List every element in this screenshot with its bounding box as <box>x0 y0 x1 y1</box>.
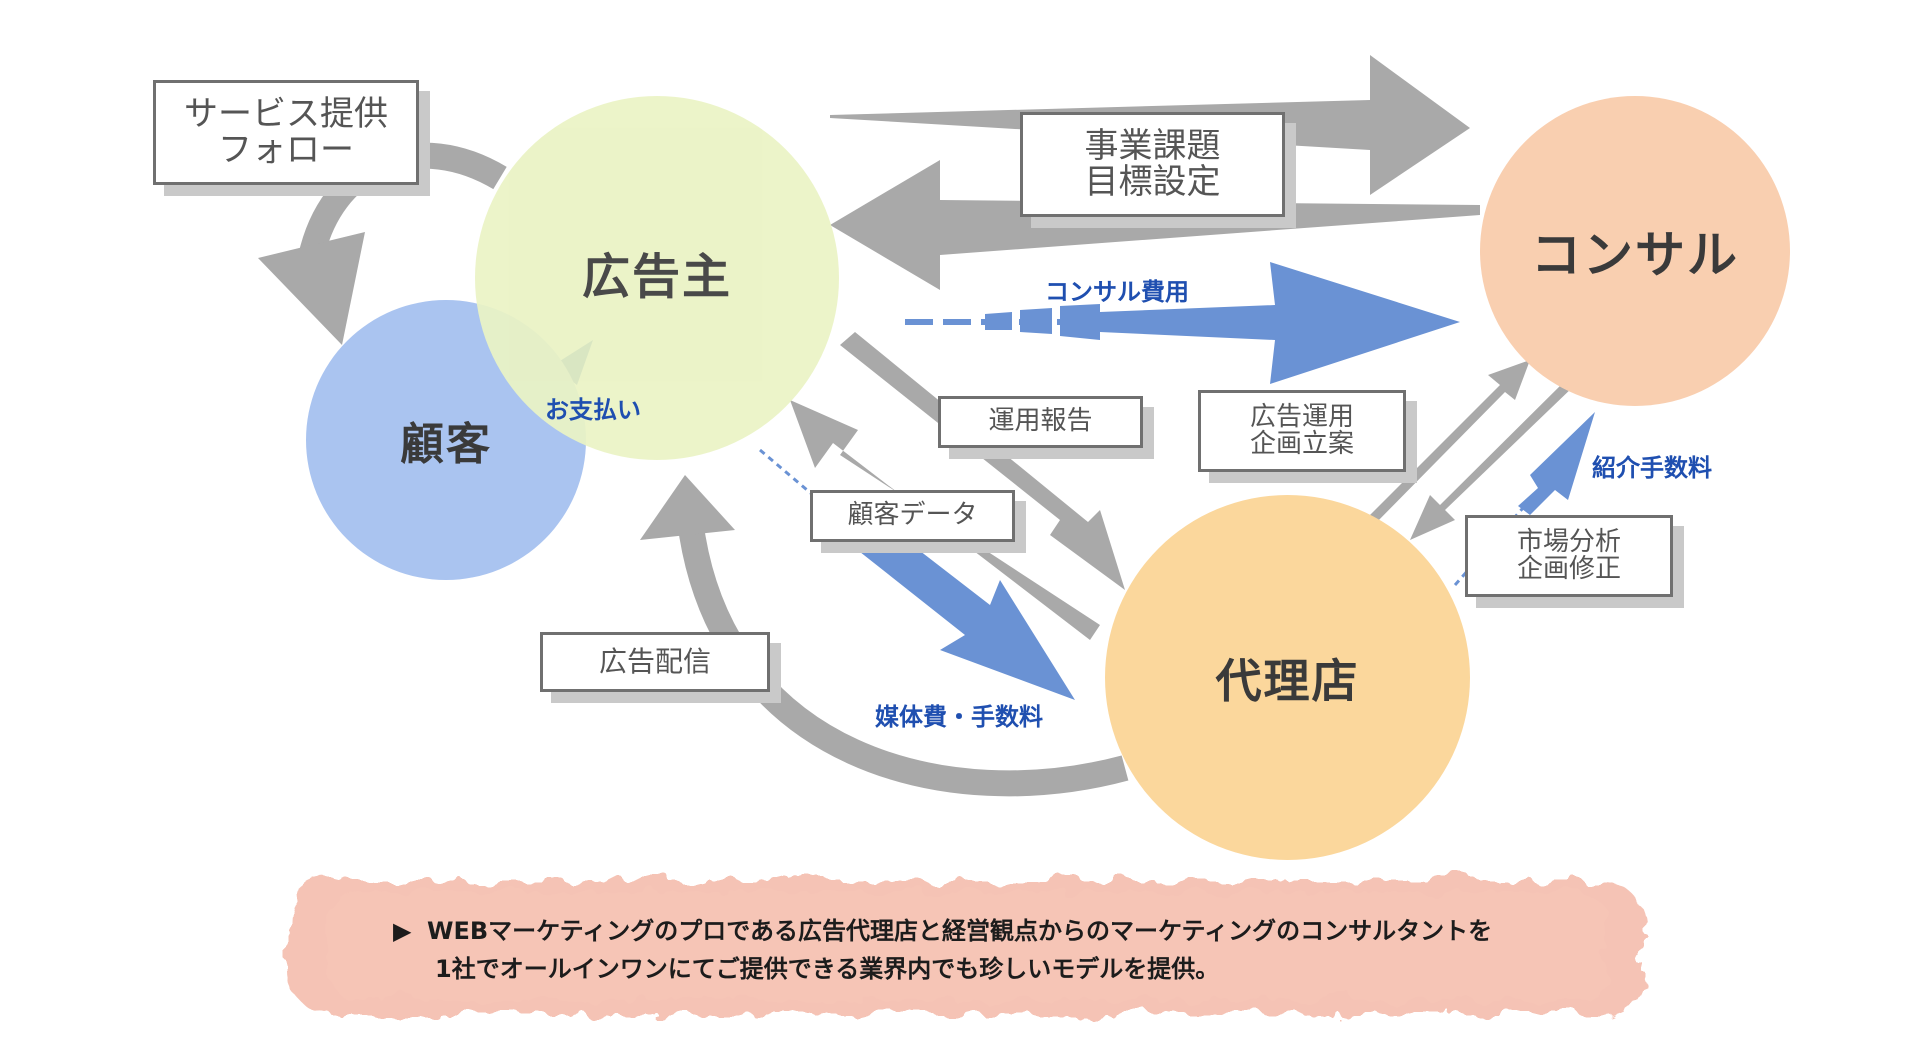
box-business-issues: 事業課題 目標設定 <box>1020 112 1285 217</box>
arrow-operation-report <box>790 400 1100 640</box>
box-service-follow: サービス提供 フォロー <box>153 80 419 185</box>
arrow-consul-fee <box>905 262 1460 384</box>
box-business-issues-line2: 目標設定 <box>1084 161 1221 202</box>
arrow-ad-delivery <box>640 475 1129 797</box>
box-ad-planning: 広告運用 企画立案 <box>1198 390 1406 472</box>
node-advertiser-label: 広告主 <box>581 249 732 305</box>
box-market-analysis: 市場分析 企画修正 <box>1465 515 1673 597</box>
arrow-media-fee <box>759 448 1075 700</box>
label-payment: お支払い <box>545 396 641 424</box>
node-agency-label: 代理店 <box>1215 653 1360 708</box>
banner-text: ▶ WEBマーケティングのプロである広告代理店と経営観点からのマーケティングのコン… <box>393 912 1492 988</box>
box-market-analysis-line1: 市場分析 <box>1516 526 1621 557</box>
node-consul-label: コンサル <box>1531 226 1739 284</box>
box-business-issues-line1: 事業課題 <box>1084 125 1221 166</box>
summary-banner: ▶ WEBマーケティングのプロである広告代理店と経営観点からのマーケティングのコン… <box>268 862 1664 1030</box>
box-customer-data: 顧客データ <box>810 490 1015 542</box>
arrow-ad-planning <box>1365 360 1530 527</box>
box-customer-data-line1: 顧客データ <box>847 500 978 531</box>
box-ad-delivery: 広告配信 <box>540 632 770 692</box>
node-customer-label: 顧客 <box>400 419 492 470</box>
arrow-advertiser-to-agency <box>840 332 1125 590</box>
box-ad-planning-line1: 広告運用 <box>1249 401 1354 432</box>
banner-line2: 1社でオールインワンにてご提供できる業界内でも珍しいモデルを提供。 <box>435 955 1220 983</box>
banner-bullet: ▶ <box>393 917 412 945</box>
node-agency: 代理店 <box>1105 495 1470 860</box>
box-operation-report: 運用報告 <box>938 396 1143 448</box>
arrow-business-issues-to-advertiser <box>830 160 1480 290</box>
node-advertiser: 広告主 <box>475 96 839 460</box>
label-consul-fee: コンサル費用 <box>1045 278 1189 306</box>
box-ad-planning-line2: 企画立案 <box>1249 429 1354 459</box>
banner-line1: WEBマーケティングのプロである広告代理店と経営観点からのマーケティングのコンサ… <box>427 917 1493 945</box>
box-operation-report-line1: 運用報告 <box>988 406 1093 437</box>
banner-brush-background <box>290 880 1642 1014</box>
label-intro-fee: 紹介手数料 <box>1592 454 1712 482</box>
node-consul: コンサル <box>1480 96 1790 406</box>
label-media-fee: 媒体費・手数料 <box>875 703 1043 731</box>
box-service-follow-line1: サービス提供 <box>184 93 388 134</box>
arrow-market-analysis <box>1410 378 1575 540</box>
box-ad-delivery-line1: 広告配信 <box>598 645 711 679</box>
box-market-analysis-line2: 企画修正 <box>1516 554 1621 584</box>
box-service-follow-line2: フォロー <box>218 129 354 170</box>
